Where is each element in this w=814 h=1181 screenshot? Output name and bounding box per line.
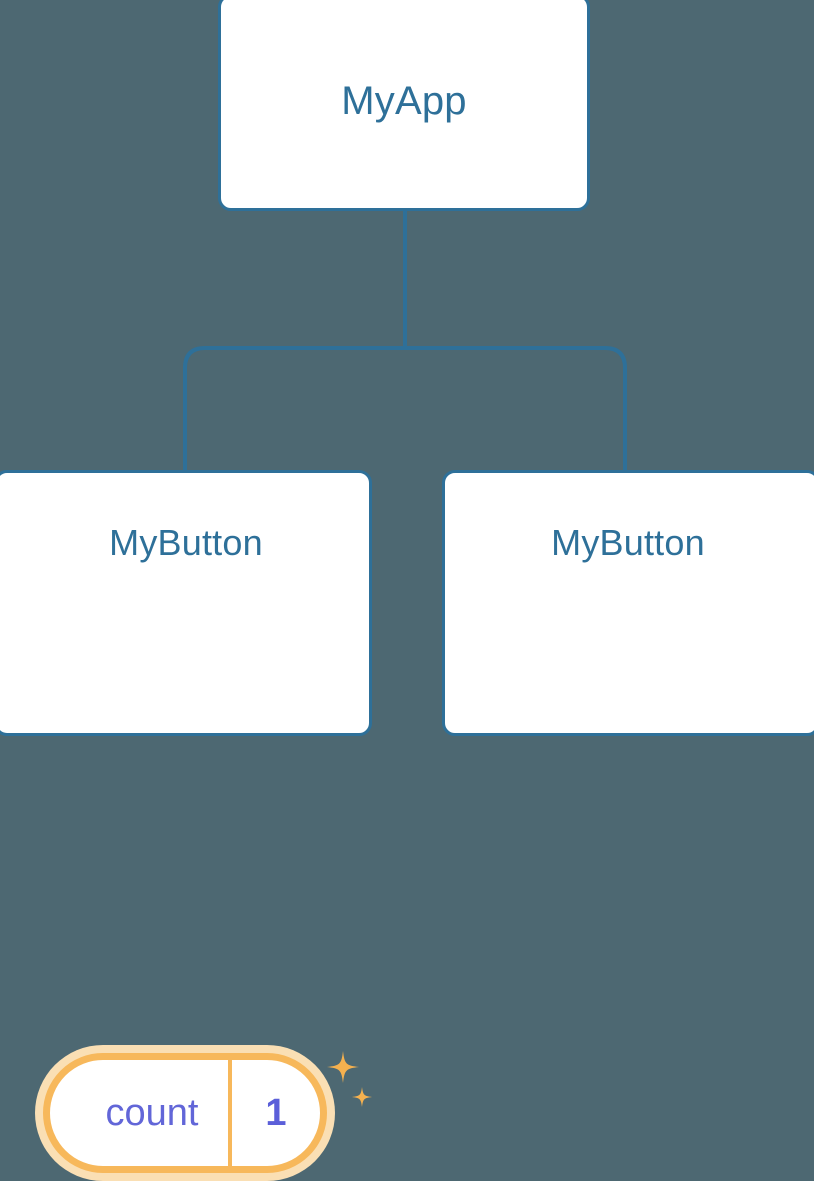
component-title: MyButton <box>109 522 263 563</box>
connector-branch-left <box>183 346 405 470</box>
connector-branch-right <box>405 346 627 470</box>
component-title: MyButton <box>551 522 705 563</box>
sparkle-small-icon <box>352 1087 372 1107</box>
state-pill-highlighted[interactable]: count 1 <box>35 1045 372 1181</box>
sparkle-large-icon <box>327 1051 359 1083</box>
state-pill[interactable]: count 1 <box>43 1053 327 1173</box>
state-key: count <box>50 1060 232 1166</box>
component-node-mybutton-right[interactable]: MyButton count 0 <box>442 470 814 736</box>
component-node-myapp[interactable]: MyApp <box>218 0 590 211</box>
component-node-mybutton-left[interactable]: MyButton count 1 <box>0 470 372 1181</box>
state-value: 1 <box>265 1091 287 1134</box>
component-title: MyApp <box>341 79 467 123</box>
